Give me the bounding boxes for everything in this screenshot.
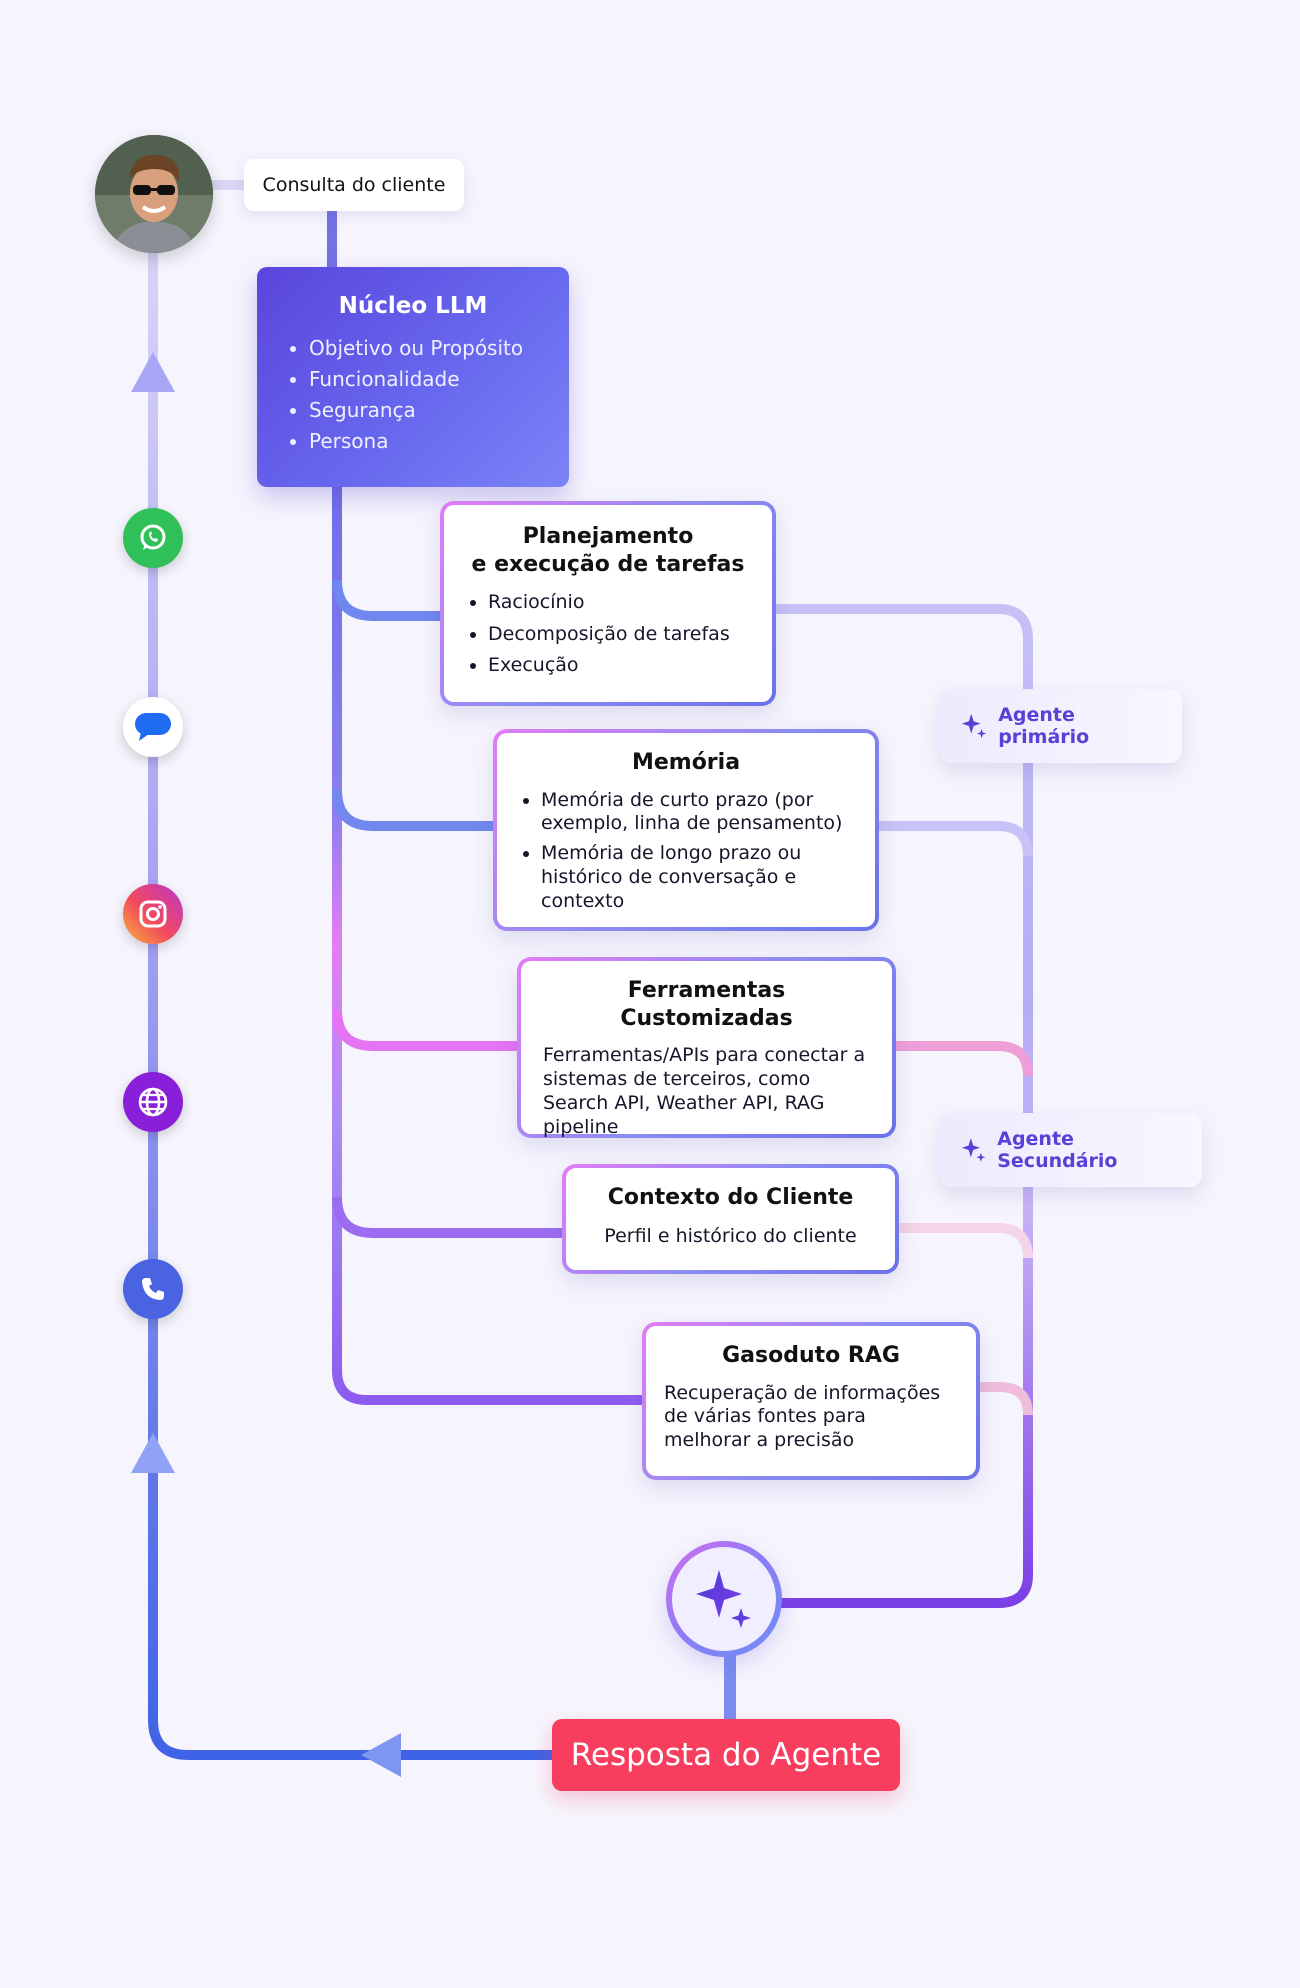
arrow-up-bottom — [131, 1433, 175, 1473]
right-branch-tools — [894, 1041, 1033, 1077]
context-text: Perfil e histórico do cliente — [604, 1224, 857, 1247]
memory-item: Memória de curto prazo (por exemplo, lin… — [541, 789, 853, 837]
core-item: Segurança — [309, 395, 539, 426]
right-line — [774, 604, 1033, 1608]
sparkle-icon — [696, 1570, 751, 1628]
secondary-agent-chip: Agente Secundário — [940, 1113, 1202, 1187]
planning-title-line2: e execução de tarefas — [471, 551, 745, 577]
primary-agent-chip: Agente primário — [940, 689, 1182, 763]
branch-context — [332, 1196, 565, 1238]
rag-text: Recuperação de informações de várias fon… — [664, 1381, 941, 1452]
return-line — [148, 190, 565, 1760]
right-branch-rag — [978, 1382, 1033, 1416]
secondary-agent-label: Agente Secundário — [997, 1128, 1118, 1172]
branch-memory — [332, 789, 496, 831]
rag-pipeline-card: Gasoduto RAG Recuperação de informações … — [642, 1322, 980, 1480]
planning-item: Raciocínio — [488, 590, 750, 615]
agent-response-button: Resposta do Agente — [552, 1719, 900, 1791]
customer-avatar — [95, 135, 213, 253]
context-title: Contexto do Cliente — [607, 1185, 854, 1210]
right-branch-context — [896, 1223, 1033, 1259]
right-branch-memory — [878, 821, 1033, 857]
sparkle-icon — [961, 1138, 986, 1162]
branch-planning — [332, 579, 442, 621]
planning-title: Planejamento e execução de tarefas — [466, 523, 750, 578]
rag-title: Gasoduto RAG — [722, 1343, 900, 1368]
arrow-left — [361, 1733, 401, 1777]
customer-query-label: Consulta do cliente — [244, 159, 464, 211]
primary-agent-label: Agente primário — [998, 704, 1090, 748]
phone-icon — [123, 1259, 183, 1319]
customer-context-card: Contexto do Cliente Perfil e histórico d… — [562, 1164, 899, 1274]
planning-item: Decomposição de tarefas — [488, 622, 750, 647]
core-item: Persona — [309, 426, 539, 457]
llm-core-card: Núcleo LLM Objetivo ou Propósito Funcion… — [257, 267, 569, 487]
memory-item: Memória de longo prazo ou histórico de c… — [541, 842, 853, 913]
sparkle-icon — [961, 713, 987, 739]
memory-card: Memória Memória de curto prazo (por exem… — [493, 729, 879, 931]
agent-hub — [666, 1541, 782, 1657]
core-item: Objetivo ou Propósito — [309, 333, 539, 364]
custom-tools-card: Ferramentas Customizadas Ferramentas/API… — [517, 957, 896, 1138]
globe-icon — [123, 1072, 183, 1132]
arrow-up-top — [131, 352, 175, 392]
main-line — [332, 487, 645, 1405]
core-item: Funcionalidade — [309, 364, 539, 395]
core-title: Núcleo LLM — [338, 293, 488, 319]
chat-bubble-icon — [123, 697, 183, 757]
instagram-icon — [123, 884, 183, 944]
planning-item: Execução — [488, 653, 750, 678]
whatsapp-icon — [123, 508, 183, 568]
tools-title: Ferramentas Customizadas — [620, 978, 793, 1031]
tools-text: Ferramentas/APIs para conectar a sistema… — [543, 1044, 866, 1138]
planning-card: Planejamento e execução de tarefas Racio… — [440, 501, 776, 706]
branch-tools — [332, 1009, 520, 1051]
planning-title-line1: Planejamento — [522, 524, 694, 549]
memory-title: Memória — [631, 750, 741, 775]
